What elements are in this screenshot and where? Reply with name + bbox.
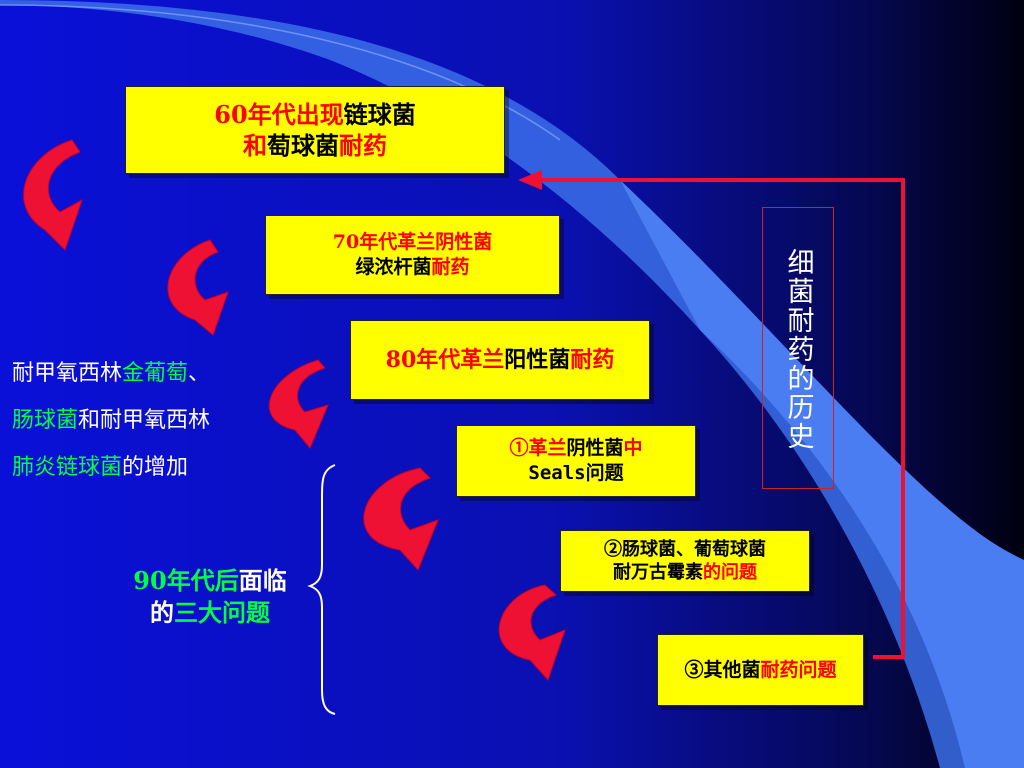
box-problem-1: ①革兰阴性菌中 Seals问题 — [456, 425, 696, 497]
curved-arrow-5 — [498, 584, 566, 681]
left-note-line2-b: 和耐甲氧西林 — [78, 408, 211, 433]
left-note-line3-a: 肺炎链球菌 — [12, 455, 123, 480]
summary-text: 90年代后面临 的三大问题 — [110, 565, 310, 630]
box-problem-3-other: ③其他菌 — [684, 658, 761, 681]
curved-arrow-1 — [23, 139, 83, 251]
left-note-line1-c: 、 — [188, 361, 211, 386]
box-60s-bacteria-2: 萄球菌 — [267, 131, 339, 160]
curved-arrow-4 — [363, 467, 439, 571]
curved-arrow-2 — [167, 239, 229, 336]
box-problem-1-seals: Seals问题 — [528, 462, 624, 484]
summary-period: 90年代后 — [133, 566, 239, 595]
box-problem-2: ②肠球菌、葡萄球菌 耐万古霉素的问题 — [560, 530, 810, 592]
box-80s-resistance: 耐药 — [570, 346, 615, 373]
summary-of: 的 — [150, 598, 174, 628]
box-problem-2-line1: ②肠球菌、葡萄球菌 — [604, 538, 766, 560]
left-note-line2-a: 肠球菌 — [12, 408, 79, 433]
box-problem-1-gram: ①革兰 — [509, 437, 567, 460]
summary-face: 面临 — [238, 566, 287, 595]
left-note-line3-b: 的增加 — [122, 455, 189, 480]
box-80s: 80年代革兰阳性菌耐药 — [350, 320, 650, 400]
box-problem-2-issue: 的问题 — [703, 562, 757, 583]
left-note-line1-a: 耐甲氧西林 — [12, 361, 123, 386]
box-80s-bacteria: 阳性菌 — [504, 346, 571, 373]
box-60s-bacteria: 链球菌 — [343, 99, 416, 129]
box-problem-1-in: 中 — [623, 437, 643, 460]
box-60s-and: 和 — [243, 131, 267, 160]
left-note: 耐甲氧西林金葡萄、 肠球菌和耐甲氧西林 肺炎链球菌的增加 — [12, 361, 211, 503]
box-60s-period: 60年代出现 — [214, 99, 344, 129]
box-problem-3: ③其他菌耐药问题 — [657, 634, 864, 706]
curly-brace — [307, 464, 336, 715]
return-arrow — [518, 170, 905, 659]
box-60s-resistance: 耐药 — [339, 131, 387, 160]
box-problem-1-negative: 阴性菌 — [566, 437, 624, 460]
vertical-title-box: 细菌耐药的历史 — [762, 207, 834, 489]
left-note-line1-b: 金葡萄 — [122, 361, 189, 386]
box-70s-line1: 70年代革兰阴性菌 — [332, 231, 493, 254]
box-problem-2-vancomycin: 耐万古霉素 — [613, 562, 703, 583]
box-60s: 60年代出现链球菌 和萄球菌耐药 — [125, 86, 505, 174]
curved-arrow-3 — [268, 359, 329, 449]
box-70s-bacteria: 绿浓杆菌 — [355, 256, 432, 278]
box-80s-period: 80年代革兰 — [385, 346, 505, 373]
box-problem-3-resistance: 耐药问题 — [760, 658, 837, 681]
box-70s-resistance: 耐药 — [431, 256, 470, 278]
summary-three-problems: 三大问题 — [174, 598, 270, 628]
box-70s: 70年代革兰阴性菌 绿浓杆菌耐药 — [265, 215, 560, 295]
vertical-title: 细菌耐药的历史 — [782, 248, 814, 451]
